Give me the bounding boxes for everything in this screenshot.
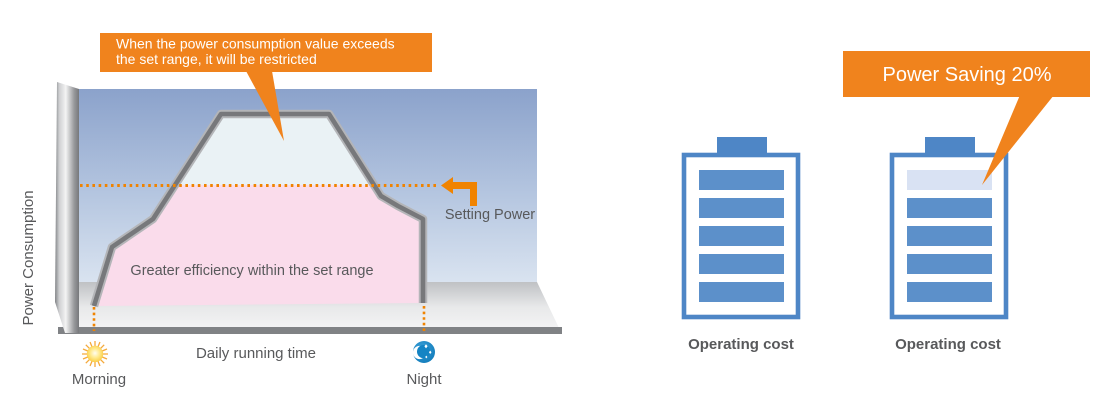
- power-saving-callout-tail: [982, 95, 1054, 185]
- x-axis-line: [58, 327, 562, 334]
- battery-bar: [907, 198, 992, 218]
- restricted-area: [175, 114, 374, 185]
- restriction-callout-line2: the set range, it will be restricted: [116, 51, 317, 67]
- power-consumption-chart: When the power consumption value exceeds…: [20, 33, 562, 388]
- battery-after-label: Operating cost: [895, 336, 1001, 353]
- restriction-callout-line1: When the power consumption value exceeds: [116, 36, 395, 52]
- power-saving-callout: Power Saving 20%: [843, 51, 1090, 185]
- morning-label: Morning: [72, 371, 126, 388]
- restriction-callout: When the power consumption value exceeds…: [100, 33, 432, 141]
- battery-bar: [699, 198, 784, 218]
- y-axis-wall: [55, 82, 79, 333]
- battery-bar: [699, 170, 784, 190]
- battery-before-label: Operating cost: [688, 336, 794, 353]
- efficiency-label: Greater efficiency within the set range: [130, 263, 373, 279]
- battery-bar-saved: [907, 170, 992, 190]
- battery-cap: [925, 137, 975, 155]
- battery-bar: [907, 226, 992, 246]
- restriction-callout-tail: [246, 71, 284, 141]
- y-axis-label: Power Consumption: [20, 190, 37, 325]
- restriction-callout-box: [100, 33, 432, 72]
- battery-bar: [907, 282, 992, 302]
- battery-cap: [717, 137, 767, 155]
- battery-before: [681, 137, 801, 320]
- power-saving-label: Power Saving 20%: [883, 64, 1052, 86]
- battery-bar: [699, 226, 784, 246]
- setting-power-label: Setting Power: [445, 207, 535, 223]
- power-saving-callout-box: [843, 51, 1090, 97]
- battery-bar: [699, 282, 784, 302]
- efficiency-area: [94, 185, 423, 306]
- moon-icon: [412, 341, 435, 363]
- x-axis-label: Daily running time: [196, 345, 316, 362]
- battery-after: [889, 137, 1009, 320]
- battery-bar: [907, 254, 992, 274]
- left-elbow-arrow-icon: [441, 177, 477, 206]
- night-label: Night: [406, 371, 442, 388]
- battery-bar: [699, 254, 784, 274]
- consumption-curve: [91, 111, 426, 307]
- operating-cost-comparison: Operating cost Operating cost Power Savi…: [681, 51, 1090, 353]
- sun-icon: [82, 341, 108, 367]
